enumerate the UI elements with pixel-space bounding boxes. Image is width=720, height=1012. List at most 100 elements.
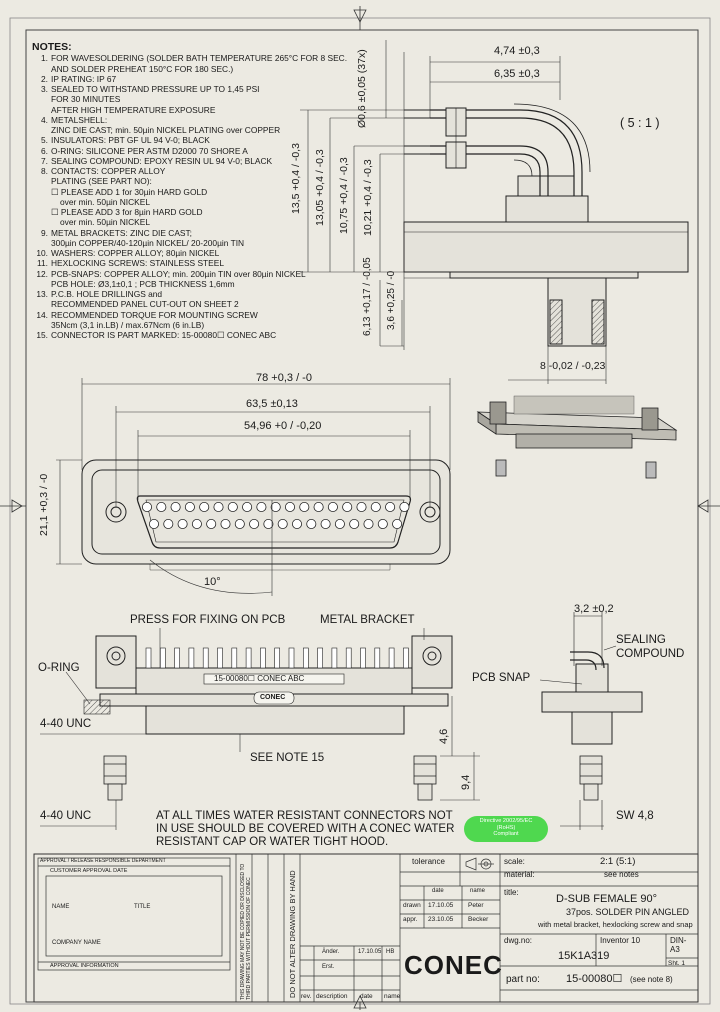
revision-name: HB (386, 949, 395, 955)
title-line-3: with metal bracket, hexlocking screw and… (538, 920, 693, 929)
note-text: AND SOLDER PREHEAT 150°C FOR 180 SEC.) (51, 63, 234, 74)
pin-socket (284, 501, 295, 512)
rohs-line-1: Directive 2002/95/EC (479, 818, 533, 824)
note-text: METALSHELL: (51, 114, 108, 125)
inventor-version: Inventor 10 (600, 936, 641, 945)
solder-pin (360, 647, 366, 669)
title-label: title: (504, 888, 519, 897)
pin-socket (399, 501, 410, 512)
pin-socket (313, 501, 324, 512)
pin-socket (242, 501, 253, 512)
dim-78: 78 +0,3 / -0 (256, 372, 312, 384)
note-line: PLATING (SEE PART NO): (32, 176, 327, 186)
pin-socket (256, 501, 267, 512)
pin-socket (249, 519, 260, 530)
scale-view-label: ( 5 : 1 ) (620, 116, 660, 130)
note-text: SEALING COMPOUND: EPOXY RESIN UL 94 V-0;… (51, 155, 273, 166)
note-text: PLATING (SEE PART NO): (51, 176, 152, 187)
customer-approval: CUSTOMER APPROVAL DATE (50, 868, 128, 874)
title-line-2: 37pos. SOLDER PIN ANGLED (566, 907, 690, 917)
solder-pin (217, 647, 223, 669)
note-line: FOR 30 MINUTES (32, 94, 327, 104)
dim-6-13: 6,13 +0,17 / -0,05 (362, 257, 373, 336)
dim-63-5: 63,5 ±0,13 (246, 398, 298, 410)
note-number: 5. (41, 135, 48, 146)
note-number: 6. (41, 145, 48, 156)
din-format: DIN-A3 (670, 936, 687, 954)
note-line: 14.RECOMMENDED TORQUE FOR MOUNTING SCREW (32, 310, 327, 320)
dim-4-6: 4,6 (438, 728, 450, 744)
solder-pin (188, 647, 195, 669)
solder-pin (160, 647, 166, 669)
note-text: INSULATORS: PBT GF UL 94 V-0; BLACK (51, 135, 210, 146)
notes-heading: NOTES: (32, 41, 72, 53)
callout-metal-bracket: METAL BRACKET (320, 614, 415, 626)
solder-pin (388, 647, 395, 669)
approval-footer: APPROVAL INFORMATION (50, 963, 119, 969)
front-view (81, 459, 451, 571)
dim-sw-4-8: SW 4,8 (616, 810, 654, 822)
scale-label: scale: (504, 857, 525, 866)
pin-socket (334, 519, 345, 530)
conec-logo: CONEC (404, 950, 503, 980)
note-text: METAL BRACKETS: ZINC DIE CAST; (51, 227, 192, 238)
note-line: AFTER HIGH TEMPERATURE EXPOSURE (32, 105, 327, 115)
proprietary-note: THIS DRAWING MAY NOT BE COPIED OR DISCLO… (240, 863, 252, 1000)
front-view-pins-row-2 (148, 519, 403, 530)
note-text: FOR WAVESOLDERING (SOLDER BATH TEMPERATU… (51, 53, 348, 64)
dwg-label: dwg.no: (504, 936, 533, 945)
description-header: description (316, 993, 348, 1000)
pin-socket (163, 519, 174, 530)
callout-compound: COMPOUND (616, 648, 685, 660)
note-line: 13.P.C.B. HOLE DRILLINGS and (32, 289, 327, 299)
note-line: 7.SEALING COMPOUND: EPOXY RESIN UL 94 V-… (32, 156, 327, 166)
pin-socket (177, 519, 188, 530)
pin-socket (306, 519, 317, 530)
pin-socket (370, 501, 381, 512)
solder-pin (345, 647, 352, 669)
scale-value: 2:1 (5:1) (600, 856, 636, 867)
dim-9-4: 9,4 (460, 774, 472, 790)
note-number: 13. (36, 289, 48, 299)
note-text: FOR 30 MINUTES (51, 94, 121, 105)
tolerance-label: tolerance (412, 857, 445, 866)
note-text: over min. 50µin NICKEL (60, 196, 151, 207)
pin-socket (234, 519, 245, 530)
approval-header: APPROVAL / RELEASE RESPONSIBLE DEPARTMEN… (40, 858, 166, 864)
note-text: SEALED TO WITHSTAND PRESSURE UP TO 1,45 … (51, 84, 260, 94)
side-view-dimension-lines (300, 40, 607, 384)
note-number: 12. (36, 268, 48, 279)
pin-socket (349, 519, 360, 530)
dim-10-deg: 10° (204, 576, 221, 588)
dim-4-74: 4,74 ±0,3 (494, 45, 540, 57)
dim-pin-diameter: Ø0,6 ±0,05 (37x) (356, 49, 368, 128)
note-text: CONNECTOR IS PART MARKED: 15-00080☐ CONE… (51, 330, 277, 340)
note-line: 2.IP RATING: IP 67 (32, 74, 327, 84)
note-number: 9. (41, 227, 48, 238)
sheet-number: Sht. 1 (668, 960, 685, 967)
note-text: WASHERS: COPPER ALLOY; 80µin NICKEL (51, 248, 220, 258)
pin-socket (148, 519, 159, 530)
tolerance-symbol (465, 857, 494, 871)
appr-date: 23.10.05 (428, 916, 454, 923)
drawn-label: drawn (403, 902, 421, 909)
solder-pin (202, 647, 209, 669)
note-text: PCB HOLE: Ø3,1±0,1 ; PCB THICKNESS 1,6mm (51, 278, 235, 289)
side-view-detail (403, 103, 689, 347)
pin-socket (356, 501, 367, 512)
callout-4-40-unc-top: 4-40 UNC (40, 718, 92, 730)
pin-socket (199, 501, 210, 512)
pin-socket (184, 501, 195, 512)
note-text: ZINC DIE CAST; min. 50µin NICKEL PLATING… (51, 125, 281, 135)
note-line: 1.FOR WAVESOLDERING (SOLDER BATH TEMPERA… (32, 53, 347, 63)
dim-54-96: 54,96 +0 / -0,20 (244, 420, 322, 432)
pin-socket (206, 519, 217, 530)
note-text: O-RING: SILICONE PER ASTM D2000 70 SHORE… (51, 145, 248, 156)
dim-10-21: 10,21 +0,4 / -0,3 (362, 159, 374, 236)
rev-header: rev. (301, 993, 312, 1000)
note-line: 11.HEXLOCKING SCREWS: STAINLESS STEEL (32, 258, 327, 268)
note-number: 10. (36, 248, 48, 258)
note-text: RECOMMENDED TORQUE FOR MOUNTING SCREW (51, 309, 258, 320)
solder-pin (231, 647, 238, 669)
